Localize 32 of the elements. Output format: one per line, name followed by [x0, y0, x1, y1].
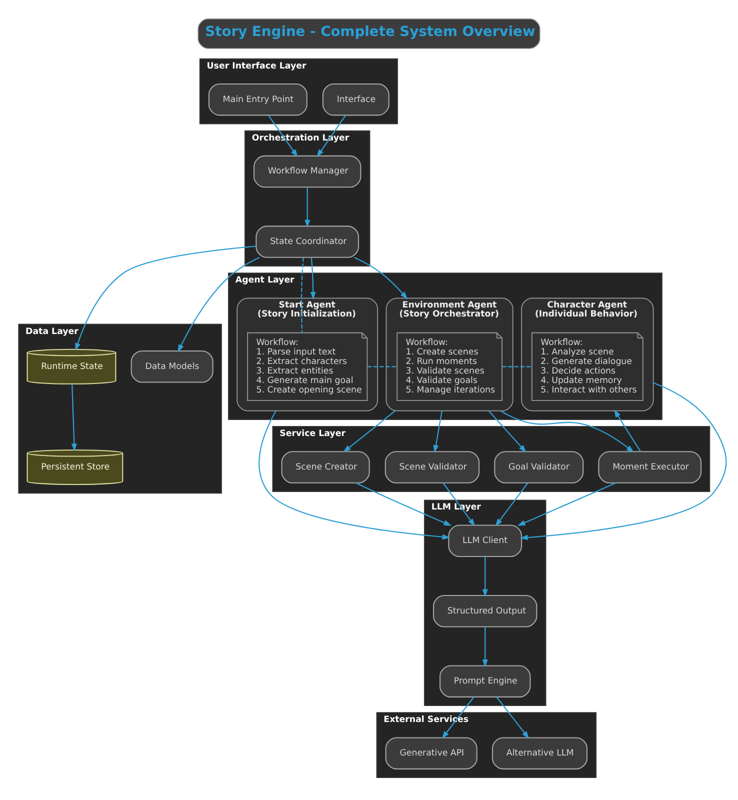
arrow — [354, 256, 408, 300]
diagram-title: Story Engine - Complete System Overview — [205, 24, 536, 40]
arrow — [520, 382, 727, 540]
connector — [300, 257, 304, 333]
node-box: Structured Output — [433, 594, 538, 628]
node-box: State Coordinator — [256, 226, 360, 258]
node-box: Goal Validator — [494, 451, 584, 484]
arrow — [343, 410, 396, 452]
arrow — [482, 626, 488, 668]
arrow — [310, 257, 316, 300]
node-box: Moment Executor — [598, 451, 702, 484]
node-box: Prompt Engine — [440, 665, 531, 698]
node-box: Scene Creator — [281, 451, 370, 484]
arrow — [488, 410, 526, 453]
node-box: Alternative LLM — [492, 737, 588, 770]
node-box: Interface — [322, 83, 390, 116]
arrow — [71, 384, 77, 452]
node-box: Scene Validator — [384, 451, 480, 484]
node-box: Workflow Manager — [254, 155, 362, 188]
arrow — [75, 246, 256, 351]
arrow — [304, 187, 310, 228]
connector — [502, 366, 532, 368]
connector — [367, 366, 397, 368]
node-box: LLM Client — [448, 524, 522, 557]
node-box: Main Entry Point — [208, 83, 308, 116]
arrow — [500, 410, 634, 452]
arrow — [258, 410, 450, 540]
arrow — [614, 409, 641, 452]
arrow — [482, 556, 488, 598]
arrow — [178, 257, 260, 352]
node-box: Generative API — [385, 737, 478, 770]
node-box: Data Models — [130, 350, 214, 383]
